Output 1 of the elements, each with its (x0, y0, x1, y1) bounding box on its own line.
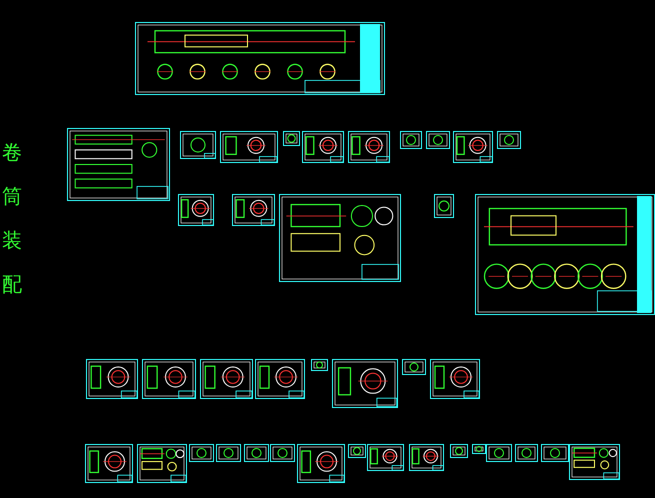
vertical-title: 卷筒装配 (2, 139, 23, 298)
